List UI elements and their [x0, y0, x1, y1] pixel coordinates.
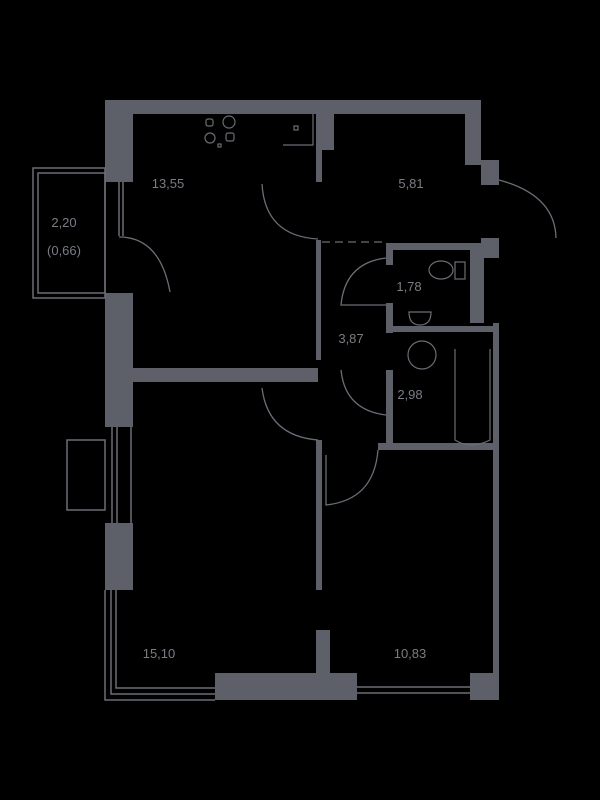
bathroom-area-label: 2,98 [397, 387, 422, 402]
room-labels: 13,55 5,81 2,20 (0,66) 1,78 3,87 2,98 15… [47, 176, 426, 661]
hall-area-label: 5,81 [398, 176, 423, 191]
outer-walls [105, 100, 499, 700]
kitchen-area-label: 13,55 [152, 176, 185, 191]
windows [66, 427, 470, 701]
doors [118, 179, 557, 506]
toilet-area-label: 1,78 [396, 279, 421, 294]
corridor-area-label: 3,87 [338, 331, 363, 346]
interior-walls [133, 114, 493, 673]
bedroom-area-label: 10,83 [394, 646, 427, 661]
fixtures [204, 114, 491, 446]
living-room-area-label: 15,10 [143, 646, 176, 661]
balcony-reduced-area-label: (0,66) [47, 243, 81, 258]
balcony [32, 167, 124, 299]
balcony-area-label: 2,20 [51, 215, 76, 230]
